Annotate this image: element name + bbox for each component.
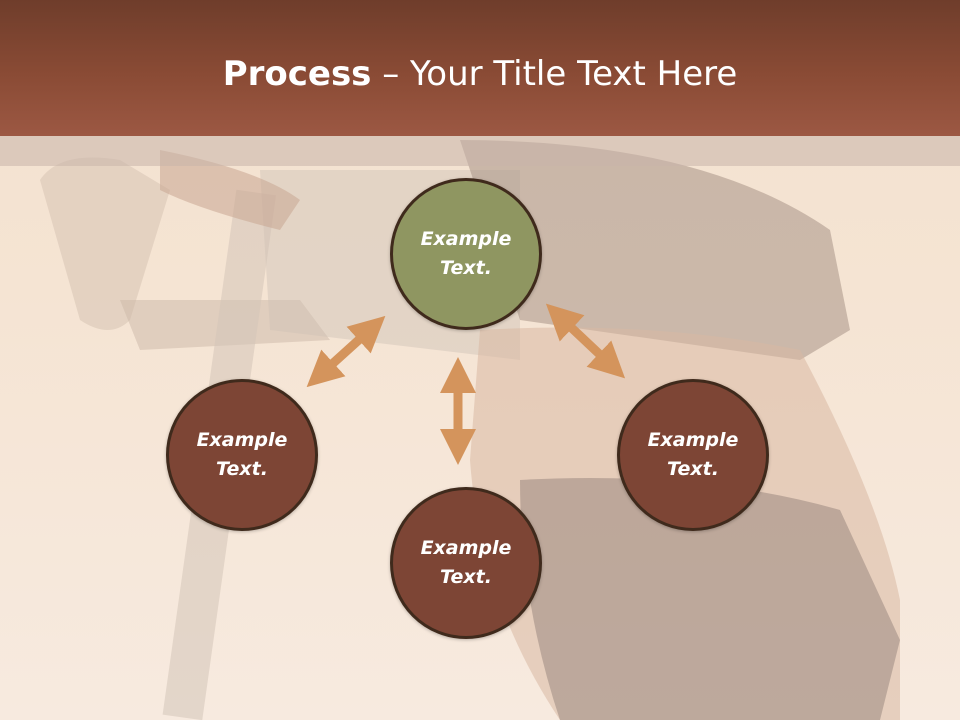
- node-top-label: Example Text.: [420, 228, 512, 279]
- title-bold: Process: [222, 54, 372, 94]
- title-band: [0, 136, 960, 166]
- process-node-right[interactable]: Example Text.: [617, 379, 769, 531]
- title-rest: – Your Title Text Here: [371, 54, 738, 94]
- process-node-top[interactable]: Example Text.: [390, 178, 542, 330]
- process-node-bottom[interactable]: Example Text.: [390, 487, 542, 639]
- process-node-left[interactable]: Example Text.: [166, 379, 318, 531]
- node-right-label: Example Text.: [647, 429, 739, 480]
- title-bar: [0, 0, 960, 136]
- slide-title: Process – Your Title Text Here: [0, 52, 960, 96]
- node-bottom-label: Example Text.: [420, 537, 512, 588]
- node-left-label: Example Text.: [196, 429, 288, 480]
